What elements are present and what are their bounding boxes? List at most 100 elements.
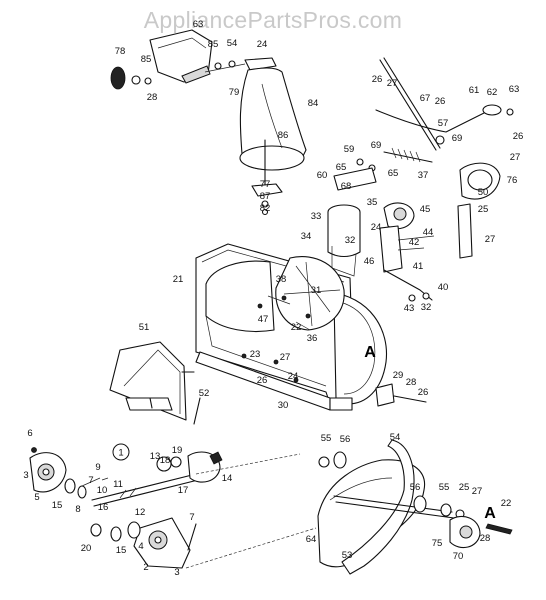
gearbox-left (29, 447, 109, 499)
callout-26: 26 (372, 74, 383, 85)
callout-82: 82 (260, 203, 271, 214)
callout-26: 26 (435, 96, 446, 107)
side-plate-51 (109, 341, 201, 425)
callout-45: 45 (420, 204, 431, 215)
section-marker-label: 1 (118, 448, 123, 459)
callout-29: 29 (393, 370, 404, 381)
callout-14: 14 (222, 473, 233, 484)
callout-26: 26 (418, 387, 429, 398)
callout-75: 75 (432, 538, 443, 549)
callout-38: 38 (276, 274, 287, 285)
housing-bolts (241, 295, 311, 383)
callout-18: 18 (160, 455, 171, 466)
callout-8: 8 (75, 504, 80, 515)
callout-46: 46 (364, 256, 375, 267)
callout-56: 56 (340, 434, 351, 445)
callout-52: 52 (199, 388, 210, 399)
callout-33: 33 (311, 211, 322, 222)
callout-24: 24 (257, 39, 268, 50)
callout-34: 34 (301, 231, 312, 242)
callout-50: 50 (478, 187, 489, 198)
callout-9: 9 (95, 462, 100, 473)
callout-55: 55 (439, 482, 450, 493)
callout-19: 19 (172, 445, 183, 456)
callout-60: 60 (317, 170, 328, 181)
callout-64: 64 (306, 534, 317, 545)
callout-27: 27 (510, 152, 521, 163)
worm-gear (156, 451, 223, 483)
callout-2: 2 (143, 562, 148, 573)
auger-shaft (91, 473, 199, 507)
callout-10: 10 (97, 485, 108, 496)
callout-27: 27 (280, 352, 291, 363)
callout-22: 22 (291, 322, 302, 333)
callout-25: 25 (459, 482, 470, 493)
crank-rod (375, 57, 514, 151)
callout-47: 47 (258, 314, 269, 325)
callout-28: 28 (480, 533, 491, 544)
callout-37: 37 (418, 170, 429, 181)
callout-30: 30 (278, 400, 289, 411)
callout-68: 68 (341, 181, 352, 192)
detail-a-label-housing: A (364, 344, 376, 361)
discharge-chute (239, 67, 307, 216)
callout-65: 65 (336, 162, 347, 173)
callout-22: 22 (501, 498, 512, 509)
callout-62: 62 (487, 87, 498, 98)
bracket-29 (375, 383, 427, 407)
callout-15: 15 (52, 500, 63, 511)
callout-51: 51 (139, 322, 150, 333)
callout-55: 55 (321, 433, 332, 444)
callout-20: 20 (81, 543, 92, 554)
callout-24: 24 (288, 371, 299, 382)
callout-53: 53 (342, 550, 353, 561)
detail-a-label-auger: A (484, 505, 496, 522)
callout-67: 67 (420, 93, 431, 104)
callout-12: 12 (135, 507, 146, 518)
callout-24: 24 (371, 222, 382, 233)
callout-3: 3 (23, 470, 28, 481)
callout-32: 32 (345, 235, 356, 246)
callout-31: 31 (311, 285, 322, 296)
callout-13: 13 (150, 451, 161, 462)
assembly-link-line (195, 453, 301, 475)
gear-housing-right (457, 162, 501, 259)
callout-78: 78 (115, 46, 126, 57)
callout-25: 25 (478, 204, 489, 215)
impeller-fan (275, 256, 345, 331)
support-bracket (379, 202, 435, 302)
watermark-text: AppliancePartsPros.com (144, 7, 402, 33)
callout-6: 6 (27, 428, 32, 439)
spiral-gear (333, 147, 433, 191)
callout-3: 3 (174, 567, 179, 578)
callout-69: 69 (371, 140, 382, 151)
callout-69: 69 (452, 133, 463, 144)
section-marker-1: 1 (112, 443, 130, 461)
callout-17: 17 (178, 485, 189, 496)
callout-41: 41 (413, 261, 424, 272)
callout-42: 42 (409, 237, 420, 248)
callout-76: 76 (507, 175, 518, 186)
callout-32: 32 (421, 302, 432, 313)
callout-63: 63 (193, 19, 204, 30)
callout-7: 7 (88, 475, 93, 486)
callout-21: 21 (173, 274, 184, 285)
callout-61: 61 (469, 85, 480, 96)
callout-27: 27 (472, 486, 483, 497)
callout-35: 35 (367, 197, 378, 208)
callout-87: 87 (260, 191, 271, 202)
callout-36: 36 (307, 333, 318, 344)
callout-54: 54 (227, 38, 238, 49)
callout-27: 27 (485, 234, 496, 245)
callout-26: 26 (257, 375, 268, 386)
callout-54: 54 (390, 432, 401, 443)
callout-27: 27 (387, 78, 398, 89)
callout-84: 84 (308, 98, 319, 109)
chute-hardware (204, 57, 277, 73)
callout-15: 15 (116, 545, 127, 556)
callout-28: 28 (406, 377, 417, 388)
callout-5: 5 (34, 492, 39, 503)
callout-4: 4 (138, 541, 143, 552)
